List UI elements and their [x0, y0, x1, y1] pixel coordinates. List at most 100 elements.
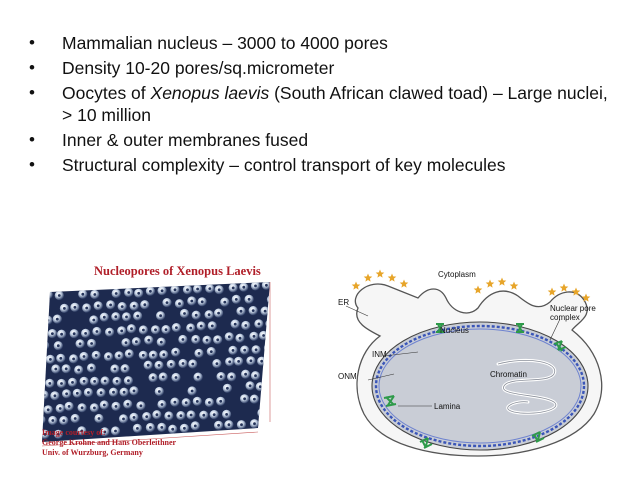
pore-center	[209, 350, 213, 353]
pore-center	[238, 336, 242, 340]
pore-center	[87, 391, 90, 394]
pore-blob	[42, 415, 46, 425]
pore-center	[120, 329, 124, 333]
pore-center	[80, 406, 84, 410]
label-nucleus: Nucleus	[440, 326, 469, 335]
pore-center	[64, 367, 68, 371]
pore-center	[94, 354, 98, 357]
pore-center	[108, 330, 111, 334]
pore-center	[125, 315, 128, 319]
pore-center	[132, 304, 136, 308]
pore-center	[85, 306, 89, 310]
pore-center	[59, 356, 63, 360]
pore-center	[117, 354, 121, 358]
pore-center	[75, 391, 79, 395]
nuclear-pore-icon	[419, 437, 433, 449]
pore-center	[58, 407, 62, 410]
pore-center	[190, 299, 194, 303]
ribosome-icon	[485, 279, 495, 288]
pore-center	[243, 348, 247, 352]
ribosomes	[351, 269, 591, 302]
ribosome-icon	[497, 277, 507, 286]
pore-center	[90, 366, 93, 370]
pore-center	[208, 287, 212, 290]
pore-center	[77, 368, 81, 372]
ribosome-icon	[387, 273, 397, 282]
pore-center	[258, 385, 262, 389]
pore-center	[160, 289, 164, 293]
pore-center	[260, 411, 264, 415]
pore-center	[173, 288, 177, 292]
pore-center	[196, 287, 200, 291]
nuclear-envelope-diagram: Cytoplasm ER Nuclear pore complex Nucleu…	[328, 256, 628, 466]
pore-center	[161, 375, 165, 379]
pore-center	[253, 422, 256, 426]
label-line: complex	[550, 313, 580, 322]
lamina-inner-line	[378, 328, 582, 444]
bullet-dot-icon: •	[29, 83, 35, 102]
label-onm: ONM	[338, 372, 357, 381]
pore-center	[264, 396, 268, 400]
pore-center	[102, 315, 106, 319]
pore-center	[149, 289, 152, 293]
pore-center	[231, 286, 235, 290]
pore-center	[136, 314, 140, 318]
pore-center	[194, 313, 198, 317]
pore-center	[136, 427, 139, 430]
pore-center	[231, 349, 235, 352]
bullet-list: •Mammalian nucleus – 3000 to 4000 pores …	[26, 32, 616, 179]
pore-center	[132, 416, 136, 419]
pore-center	[92, 318, 96, 322]
nucleus-interior	[371, 321, 589, 451]
pore-blob	[261, 418, 270, 428]
pore-center	[143, 303, 147, 307]
pore-blob	[43, 290, 53, 300]
pore-center	[249, 359, 253, 363]
ribosome-icon	[375, 269, 385, 278]
pore-center	[217, 288, 221, 292]
pore-center	[107, 355, 110, 359]
pore-center	[48, 382, 52, 385]
pore-center	[160, 426, 164, 429]
pore-center	[159, 340, 163, 344]
pore-center	[82, 379, 86, 383]
pore-center	[46, 408, 50, 412]
pore-center	[103, 430, 107, 434]
pore-center	[228, 360, 232, 364]
pore-blob	[261, 393, 270, 403]
pore-center	[178, 302, 181, 306]
pore-center	[252, 334, 256, 338]
pore-center	[199, 324, 203, 328]
micrograph-credit: Image courtesy of: George Krohne and Han…	[42, 428, 176, 458]
pore-center	[208, 401, 211, 404]
pore-center	[53, 394, 57, 398]
pore-center	[215, 362, 219, 365]
pore-center	[141, 353, 145, 357]
bullet-item: •Mammalian nucleus – 3000 to 4000 pores	[26, 32, 616, 54]
pore-center	[103, 379, 107, 383]
pore-center	[157, 390, 161, 393]
pore-center	[114, 429, 117, 433]
pore-center	[93, 380, 96, 383]
pore-center	[193, 424, 197, 428]
label-cytoplasm: Cytoplasm	[438, 270, 476, 279]
pore-center	[237, 360, 241, 363]
pore-center	[102, 403, 106, 407]
nuclear-pore-icon	[531, 431, 545, 443]
pore-center	[217, 311, 221, 315]
pore-center	[149, 426, 152, 429]
pore-center	[60, 332, 63, 336]
diagram-image	[345, 269, 603, 457]
pore-center	[145, 415, 149, 418]
pore-center	[51, 419, 55, 422]
pore-center	[90, 342, 93, 345]
pore-center	[234, 298, 238, 301]
pore-center	[179, 414, 183, 417]
bullet-item: •Structural complexity – control transpo…	[26, 154, 616, 176]
pore-center	[190, 389, 194, 393]
pore-center	[127, 352, 131, 356]
ribosome-icon	[559, 283, 569, 292]
pore-center	[223, 300, 227, 304]
pore-center	[174, 376, 178, 379]
pore-center	[240, 423, 243, 427]
